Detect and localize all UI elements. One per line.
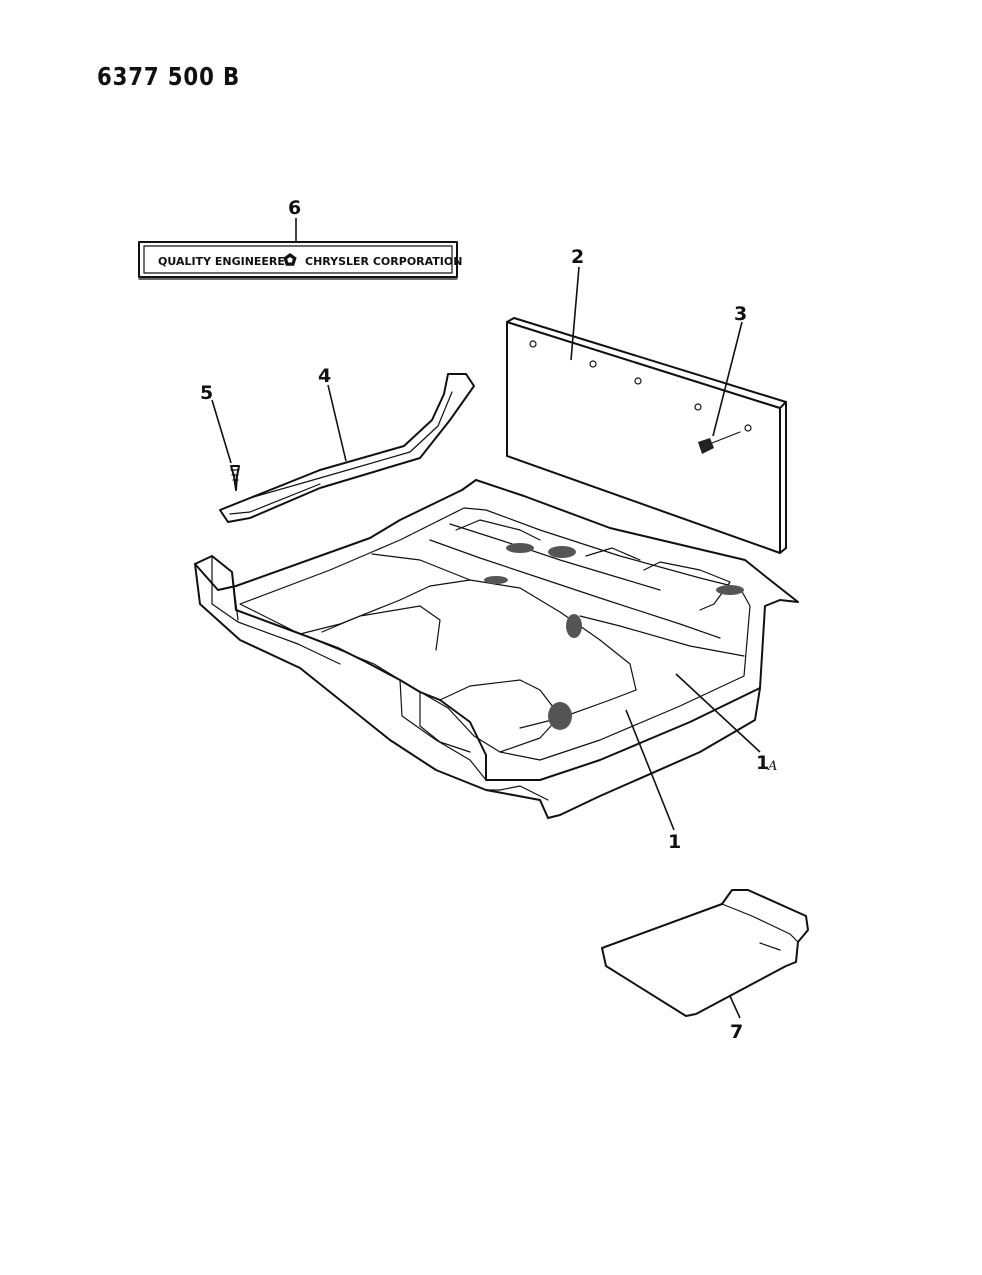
screw-3-part	[698, 431, 741, 454]
floor-mat-part	[601, 889, 809, 1017]
leader-1	[625, 709, 675, 831]
sill-plate-part	[219, 373, 475, 523]
callout-1a-number: 1	[756, 752, 769, 774]
document-code: 6377 500 B	[97, 62, 240, 91]
leader-5	[211, 399, 232, 464]
callout-3: 3	[734, 303, 747, 325]
callout-7: 7	[730, 1021, 743, 1043]
leader-4	[327, 384, 347, 462]
callout-4: 4	[318, 365, 331, 387]
leader-7	[729, 995, 741, 1019]
nameplate-part: QUALITY ENGINEERED CHRYSLER CORPORATION	[138, 241, 462, 280]
callout-1: 1	[668, 831, 681, 853]
screw-5-part	[230, 465, 240, 491]
callout-1a-suffix: A	[767, 759, 777, 774]
nameplate-text-right: CHRYSLER CORPORATION	[305, 255, 462, 268]
callout-2: 2	[571, 246, 584, 268]
carpet-texture-patches	[484, 543, 744, 730]
floor-carpet-part	[194, 479, 799, 819]
callout-6: 6	[288, 197, 301, 219]
leader-2	[570, 266, 580, 361]
leader-1a	[675, 673, 761, 753]
callout-5: 5	[200, 382, 213, 404]
panel-part	[506, 317, 787, 554]
nameplate-text-left: QUALITY ENGINEERED	[158, 255, 294, 268]
pentastar-icon	[283, 253, 297, 266]
leader-3	[712, 321, 743, 437]
callout-1a: 1 A	[756, 752, 777, 774]
